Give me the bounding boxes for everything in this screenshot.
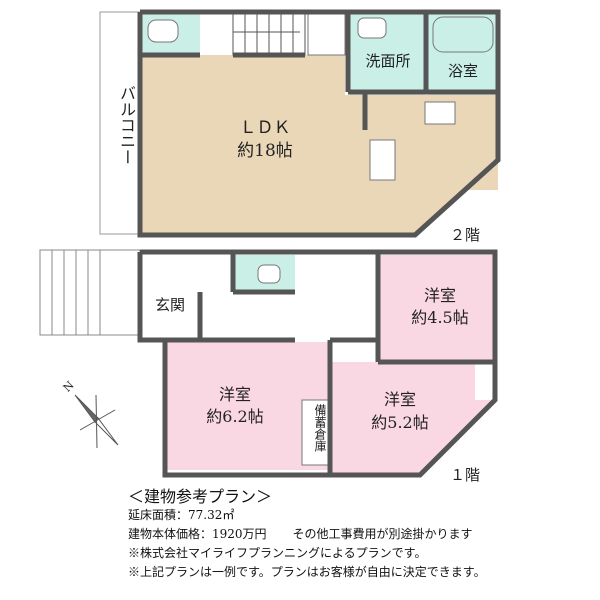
note-2: ※上記プランは一例です。プランはお客様が自由に決定できます。 xyxy=(128,565,486,579)
kitchen-area xyxy=(365,95,498,235)
sink-icon xyxy=(357,17,387,39)
room-5-2 xyxy=(332,362,495,475)
bathtub-icon xyxy=(432,16,494,53)
room-4-5 xyxy=(378,255,495,360)
room-6-2 xyxy=(165,342,328,470)
stairs-2f xyxy=(232,11,306,56)
bath-label: 浴室 xyxy=(447,62,478,80)
price-line: 建物本体価格：1920万円 その他工事費用が別途掛かります xyxy=(128,525,486,544)
notes-title: ＜建物参考プラン＞ xyxy=(128,487,273,506)
room-6-2-label: 洋室 xyxy=(218,385,251,404)
floor-area: 延床面積：77.32㎡ xyxy=(128,508,235,522)
stove-icon xyxy=(424,101,456,125)
room-4-5-label: 洋室 xyxy=(423,286,456,305)
walls-1f xyxy=(137,249,498,478)
balcony-label: バルコニー xyxy=(117,85,136,165)
ldk-size: 約18帖 xyxy=(237,141,293,161)
balcony xyxy=(99,11,141,235)
compass-icon xyxy=(74,394,119,449)
extra-cost: その他工事費用が別途掛かります xyxy=(292,527,473,541)
closet-2f xyxy=(307,11,346,56)
entry-steps xyxy=(39,249,141,336)
price: 建物本体価格：1920万円 xyxy=(128,527,267,541)
storage-label: 備蓄倉庫 xyxy=(313,404,327,452)
storage xyxy=(301,399,329,466)
toilet-icon-1f xyxy=(257,264,281,284)
toilet-icon xyxy=(147,19,179,43)
note-1: ※株式会社マイライフプランニングによるプランです。 xyxy=(128,546,427,560)
washroom-label: 洗面所 xyxy=(365,52,411,70)
room-4-5-size: 約4.5帖 xyxy=(411,308,469,327)
room-6-2-size: 約6.2帖 xyxy=(206,407,264,426)
kitchen-sink-icon xyxy=(369,139,396,181)
room-5-2-label: 洋室 xyxy=(383,390,416,409)
floor1-label: １階 xyxy=(449,466,480,484)
room-5-2-size: 約5.2帖 xyxy=(371,413,429,432)
ldk-label: ＬＤＫ xyxy=(239,118,291,138)
floor2-label: ２階 xyxy=(449,226,480,244)
plan-notes: ＜建物参考プラン＞ 延床面積：77.32㎡ 建物本体価格：1920万円 その他工事… xyxy=(128,487,486,582)
walls-2f xyxy=(137,9,501,238)
entrance-label: 玄関 xyxy=(154,296,185,314)
